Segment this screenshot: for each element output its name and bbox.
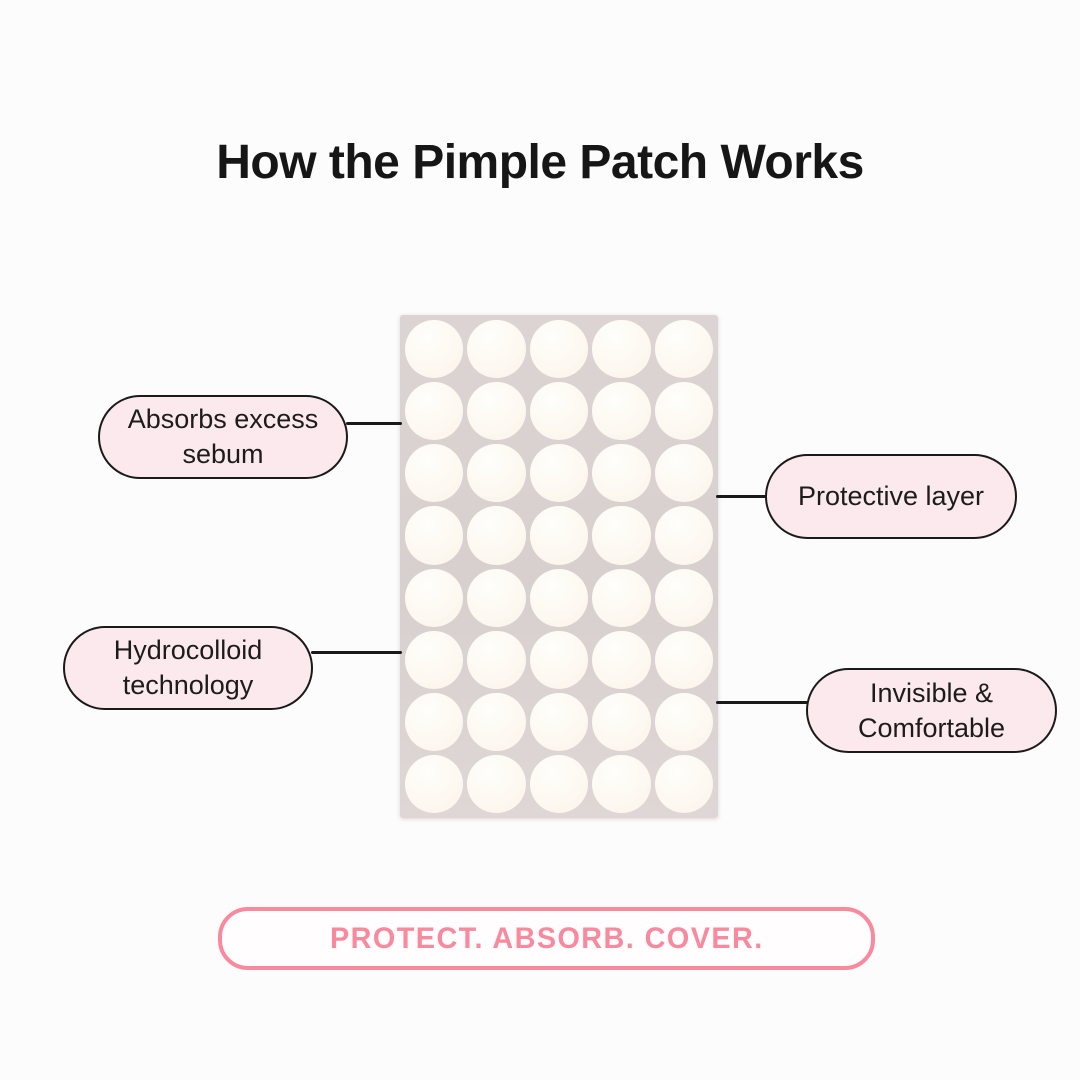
patch-dot bbox=[592, 754, 651, 813]
patch-dot bbox=[467, 382, 526, 441]
patch-dot bbox=[654, 568, 713, 627]
patch-dot bbox=[405, 568, 464, 627]
patch-dot bbox=[467, 568, 526, 627]
patch-dot bbox=[405, 754, 464, 813]
patch-dot bbox=[529, 506, 589, 565]
patch-dot bbox=[467, 692, 526, 751]
patch-dot bbox=[592, 568, 651, 627]
patch-dot bbox=[405, 382, 464, 441]
patch-dot bbox=[529, 444, 589, 503]
patch-dot bbox=[654, 382, 713, 441]
connector-line-invisible bbox=[716, 701, 808, 704]
patch-dot bbox=[592, 382, 651, 441]
patch-dot bbox=[405, 692, 464, 751]
connector-line-protective bbox=[716, 495, 767, 498]
page-title: How the Pimple Patch Works bbox=[216, 136, 864, 190]
tagline-banner: PROTECT. ABSORB. COVER. bbox=[218, 907, 875, 970]
patch-dot bbox=[405, 630, 464, 689]
patch-dot bbox=[529, 320, 589, 379]
connector-line-absorbs bbox=[346, 422, 402, 425]
patch-dot bbox=[467, 444, 526, 503]
patch-dot bbox=[592, 506, 651, 565]
callout-hydrocolloid-technology: Hydrocolloid technology bbox=[63, 626, 313, 710]
patch-dot bbox=[467, 320, 526, 379]
patch-dot bbox=[529, 382, 589, 441]
patch-dot bbox=[592, 630, 651, 689]
patch-dot bbox=[405, 320, 464, 379]
patch-dot bbox=[654, 692, 713, 751]
patch-dot bbox=[467, 754, 526, 813]
callout-invisible-comfortable: Invisible & Comfortable bbox=[806, 668, 1057, 753]
patch-dot bbox=[529, 568, 589, 627]
patch-dot bbox=[654, 320, 713, 379]
pimple-patch-sheet bbox=[400, 315, 718, 818]
patch-dot bbox=[529, 630, 589, 689]
patch-dot bbox=[529, 692, 589, 751]
patch-dot bbox=[592, 320, 651, 379]
patch-dot bbox=[467, 630, 526, 689]
patch-dot bbox=[654, 444, 713, 503]
patch-dot bbox=[654, 630, 713, 689]
patch-dot bbox=[654, 506, 713, 565]
connector-line-hydrocolloid bbox=[311, 651, 402, 654]
callout-absorbs-excess-sebum: Absorbs excess sebum bbox=[98, 395, 348, 479]
patch-dot bbox=[405, 506, 464, 565]
callout-protective-layer: Protective layer bbox=[765, 454, 1017, 539]
patch-dot bbox=[405, 444, 464, 503]
patch-dot bbox=[592, 444, 651, 503]
tagline-text: PROTECT. ABSORB. COVER. bbox=[329, 921, 764, 955]
patch-dot bbox=[592, 692, 651, 751]
patch-dot bbox=[467, 506, 526, 565]
patch-dot bbox=[529, 754, 589, 813]
patch-dot bbox=[654, 754, 713, 813]
